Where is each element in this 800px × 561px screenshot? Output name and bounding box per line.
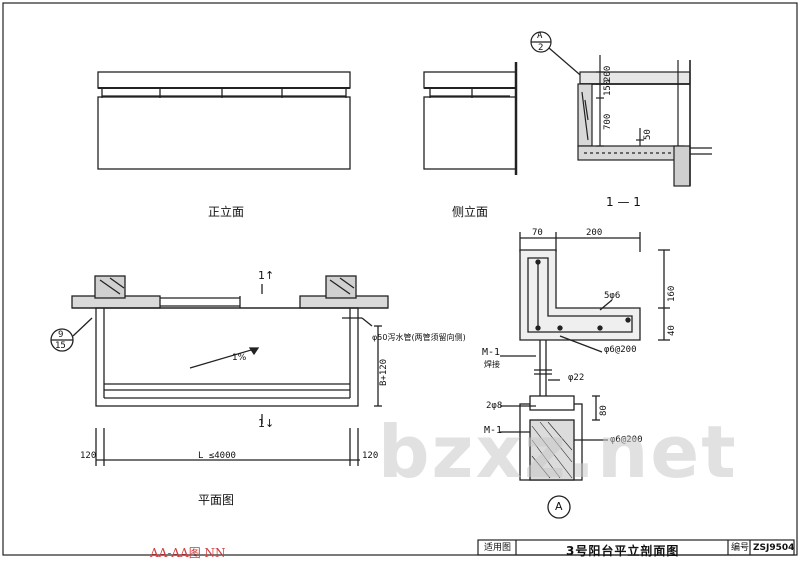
front-elevation-label: 正立面 bbox=[208, 205, 245, 219]
title-scope: 适用图 bbox=[484, 543, 512, 553]
detail-dim-70: 70 bbox=[532, 228, 543, 238]
detail-callout-letter: A bbox=[555, 500, 563, 513]
rebar-5-phi-6: 5φ6 bbox=[604, 291, 621, 301]
section-dim-50: 50 bbox=[643, 129, 653, 140]
dim-depth: B+120 bbox=[379, 358, 389, 386]
drawing-number: ZSJ9504 bbox=[753, 543, 795, 553]
weld-label: 焊接 bbox=[484, 360, 500, 369]
red-stamp: AA-AA图 NN bbox=[150, 546, 226, 560]
title-number-label: 编号 bbox=[731, 543, 750, 553]
section-1-1-label: 1 — 1 bbox=[606, 195, 641, 209]
bar-2-phi-8: 2φ8 bbox=[486, 401, 503, 411]
m1-top-label: M-1 bbox=[482, 347, 501, 358]
drawing-title: 3号阳台平立剖面图 bbox=[566, 544, 680, 558]
title-block bbox=[477, 539, 795, 556]
dim-right-120: 120 bbox=[362, 451, 379, 461]
plan-drawing bbox=[50, 275, 389, 466]
watermark: bzxz.net bbox=[378, 410, 738, 494]
stirrup-bottom: φ6@200 bbox=[610, 435, 643, 445]
section-dim-150: 150 bbox=[603, 79, 613, 96]
section-mark-bottom: 1↓ bbox=[258, 417, 275, 430]
side-elevation-drawing bbox=[423, 62, 518, 175]
dim-length: L ≤4000 bbox=[198, 451, 236, 461]
section-1-1-drawing bbox=[530, 31, 712, 187]
section-callout-letter: A bbox=[537, 31, 543, 41]
slope-label: 1% bbox=[232, 353, 247, 363]
section-mark-top: 1↑ bbox=[258, 269, 275, 282]
detail-dim-40: 40 bbox=[667, 325, 677, 336]
detail-a-drawing bbox=[500, 232, 670, 519]
section-callout-sheet: 2 bbox=[538, 43, 544, 53]
detail-dim-200: 200 bbox=[586, 228, 603, 238]
section-dim-700: 700 bbox=[603, 113, 613, 130]
front-elevation-drawing bbox=[97, 71, 351, 170]
ref-numerator: 9 bbox=[58, 330, 64, 340]
side-elevation-label: 侧立面 bbox=[452, 205, 489, 219]
dim-left-120: 120 bbox=[80, 451, 97, 461]
bar-phi-22: φ22 bbox=[568, 373, 585, 383]
detail-dim-160: 160 bbox=[667, 285, 677, 302]
stirrup-top: φ6@200 bbox=[604, 345, 637, 355]
m1-bottom-label: M-1 bbox=[484, 425, 503, 436]
plan-label: 平面图 bbox=[198, 493, 235, 507]
ref-denominator: 15 bbox=[55, 341, 66, 351]
drain-note: φ50泻水管(两管须留向侧) bbox=[372, 333, 466, 342]
